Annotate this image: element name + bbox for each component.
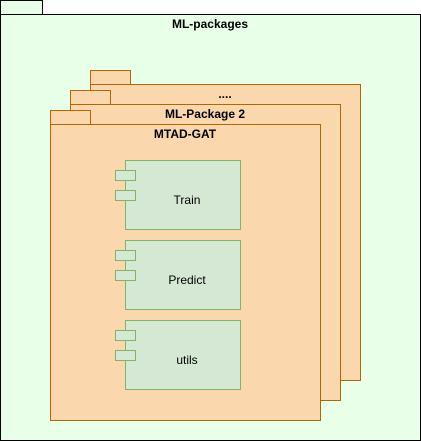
component-train-port-top xyxy=(115,170,136,181)
component-utils-label: utils xyxy=(176,353,197,367)
component-predict-body xyxy=(125,240,241,310)
component-utils-port-top xyxy=(115,330,136,341)
component-predict-port-top xyxy=(115,250,136,261)
component-train-label: Train xyxy=(174,193,201,207)
component-predict[interactable]: Predict xyxy=(115,240,241,310)
package-mtad-gat-tab xyxy=(50,110,91,125)
package-ellipsis-tab xyxy=(90,70,131,85)
outer-package-tab xyxy=(0,0,43,15)
package-ml-package-2-title: ML-Package 2 xyxy=(165,107,245,121)
component-predict-label: Predict xyxy=(168,273,206,287)
component-train-body xyxy=(125,160,241,230)
outer-package-title: ML-packages xyxy=(172,17,248,31)
component-train[interactable]: Train xyxy=(115,160,241,230)
component-utils[interactable]: utils xyxy=(115,320,241,390)
package-mtad-gat-title: MTAD-GAT xyxy=(154,127,217,141)
component-predict-port-bottom xyxy=(115,270,136,281)
package-ellipsis-title: .... xyxy=(218,87,231,101)
component-train-port-bottom xyxy=(115,190,136,201)
package-ml-package-2-tab xyxy=(70,90,111,105)
component-utils-port-bottom xyxy=(115,350,136,361)
component-utils-body xyxy=(125,320,241,390)
